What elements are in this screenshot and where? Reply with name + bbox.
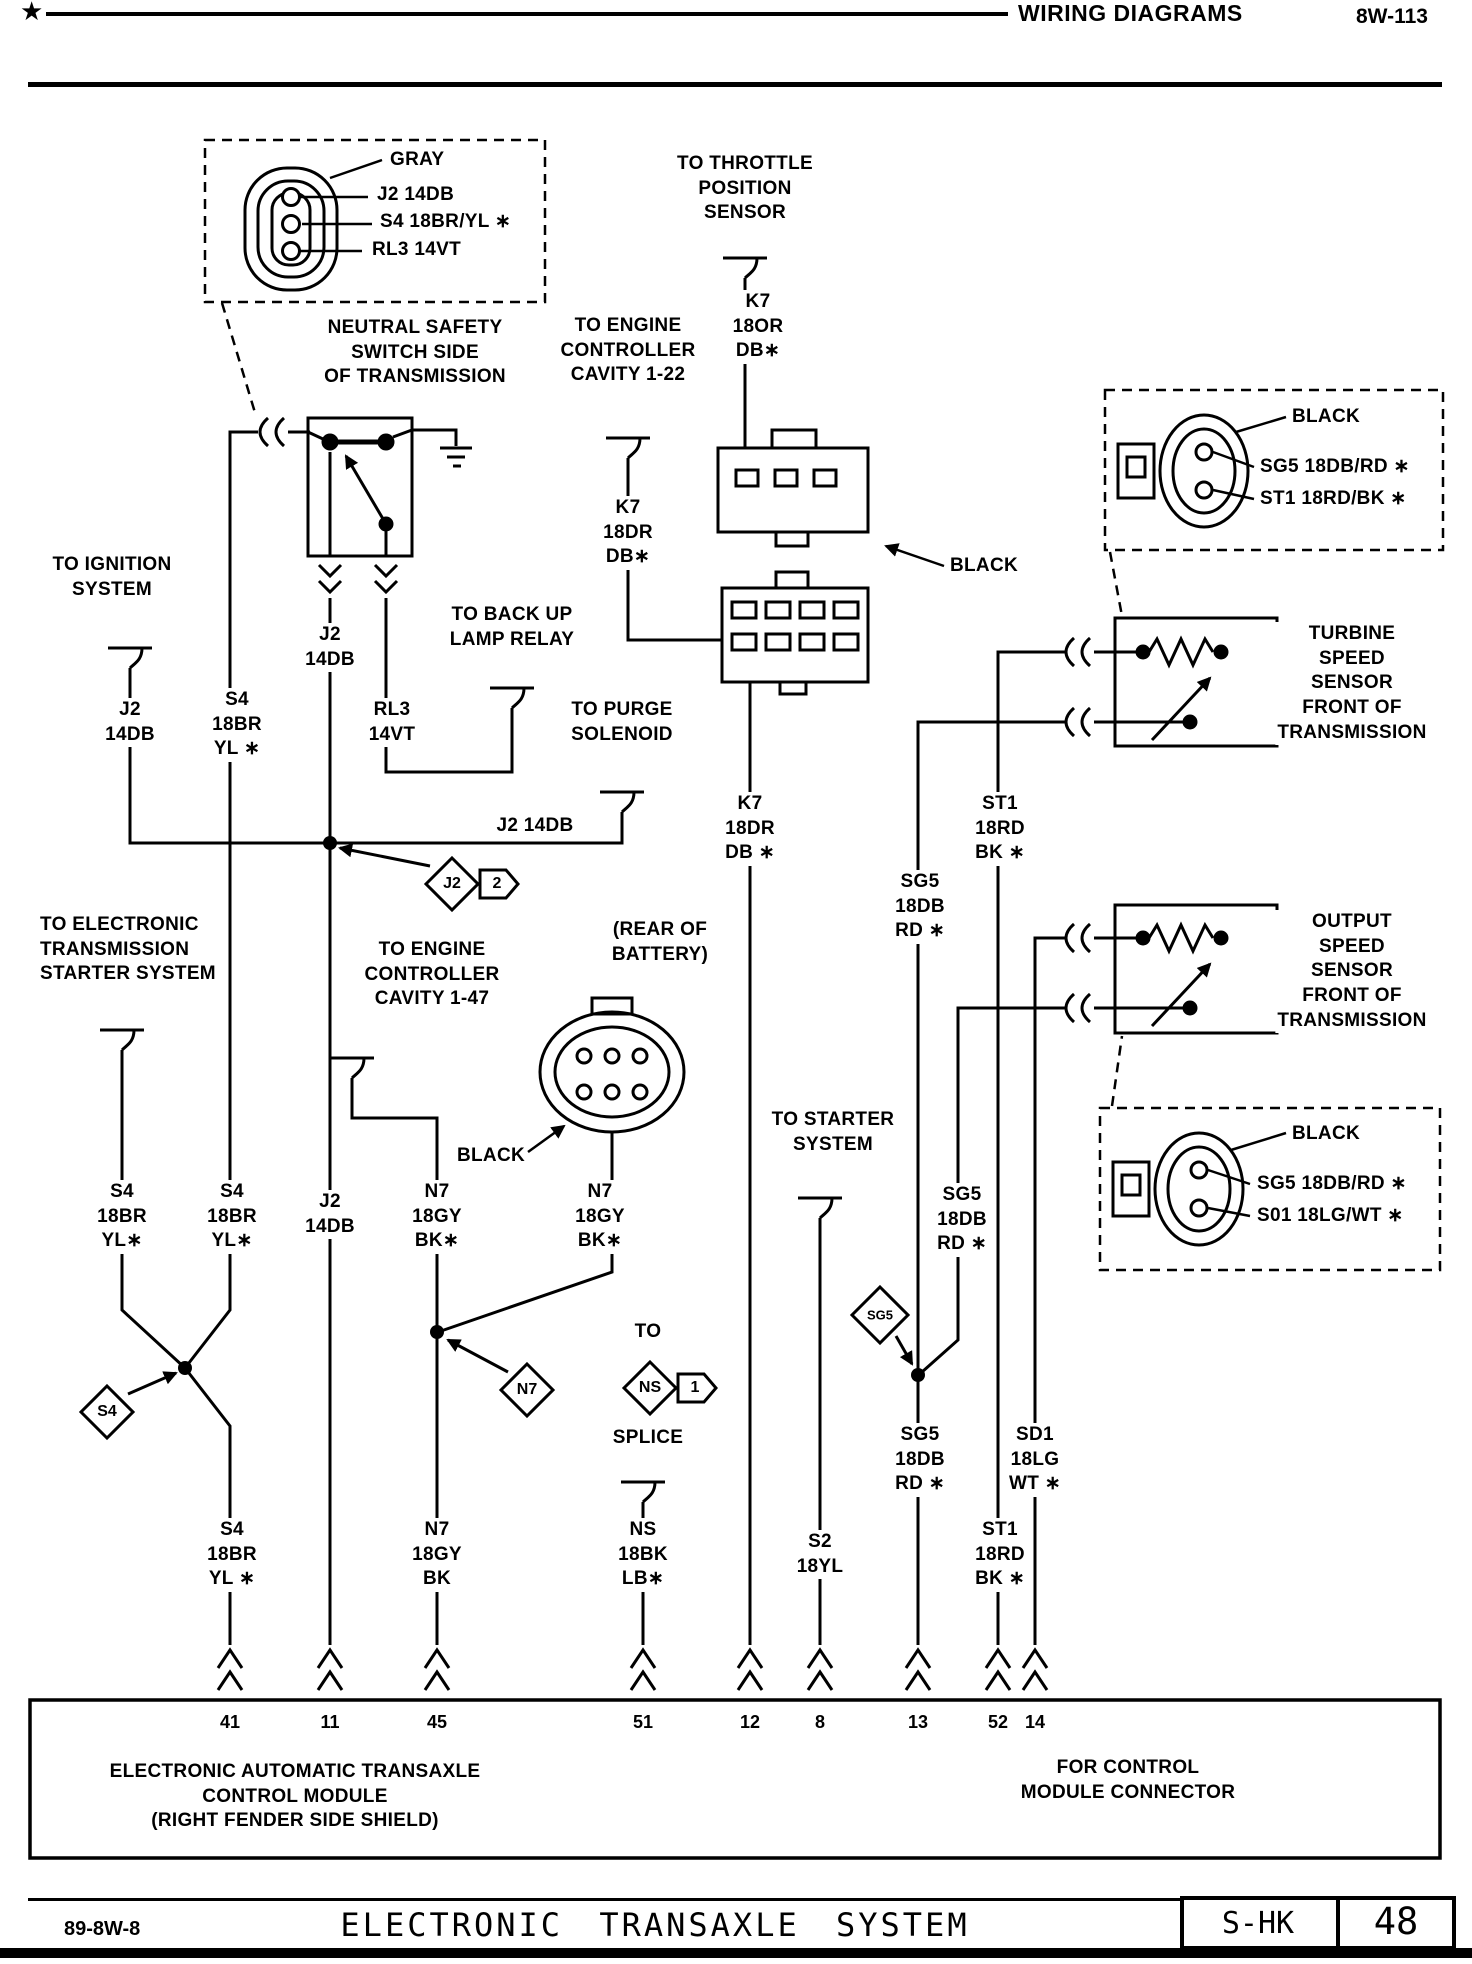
header-rule: [46, 12, 1008, 16]
junction-dots: [178, 836, 925, 1382]
label-j2-ignition: J2 14DB: [103, 698, 157, 748]
label-to-ns: TO: [632, 1320, 664, 1345]
module-pin-11: 11: [320, 1712, 340, 1732]
label-sg5-mid: SG5 18DB RD ∗: [893, 870, 947, 945]
label-black-battery: BLACK: [455, 1144, 527, 1169]
footer-sheet-number: 48: [1373, 1900, 1419, 1943]
label-output-sensor: OUTPUT SPEED SENSOR FRONT OF TRANSMISSIO…: [1275, 910, 1429, 1034]
output-speed-sensor: [1113, 903, 1279, 1035]
module-pin-51: 51: [632, 1712, 654, 1732]
module-pin-8: 8: [814, 1712, 826, 1732]
neutral-safety-switch: [306, 416, 472, 558]
label-s2-bottom: S2 18YL: [794, 1530, 846, 1580]
module-pin-52: 52: [987, 1712, 1009, 1732]
label-rear-battery: (REAR OF BATTERY): [609, 918, 711, 968]
label-gray: GRAY: [388, 148, 447, 173]
module-pin-41: 41: [219, 1712, 241, 1732]
label-sd1-bottom: SD1 18LG WT ∗: [1007, 1423, 1063, 1498]
label-ignition: TO IGNITION SYSTEM: [50, 553, 174, 603]
label-k7-mid: K7 18DR DB∗: [601, 496, 655, 571]
label-j2-col: J2 14DB: [303, 1190, 357, 1240]
label-conn-b-st1: ST1 18RD/BK ∗: [1258, 487, 1409, 512]
header-thick-rule: [28, 82, 1442, 87]
label-purge-solenoid: TO PURGE SOLENOID: [569, 698, 675, 748]
splice-arrows: [127, 843, 914, 1396]
label-j2-wire: J2 14DB: [494, 814, 576, 839]
diamond-n7-label: N7: [516, 1381, 538, 1398]
label-j2-switch: J2 14DB: [303, 623, 357, 673]
diamond-j2-label: J2: [443, 875, 461, 892]
control-module-box: [28, 1698, 1442, 1860]
diamond-ns-flag: 1: [690, 1379, 700, 1396]
label-module-name: ELECTRONIC AUTOMATIC TRANSAXLE CONTROL M…: [107, 1760, 483, 1835]
turbine-speed-sensor: [1113, 616, 1279, 748]
label-conn-a-s4: S4 18BR/YL ∗: [378, 210, 514, 235]
module-pin-14: 14: [1024, 1712, 1046, 1732]
diamond-j2-flag: 2: [492, 875, 502, 892]
module-pin-13: 13: [907, 1712, 929, 1732]
circuit-stub-symbols: [100, 256, 842, 1504]
diamond-s4-label: S4: [97, 1403, 117, 1420]
footer-sheet-code: S-HK: [1221, 1906, 1295, 1941]
label-conn-b-sg5: SG5 18DB/RD ∗: [1258, 455, 1412, 480]
footer-sheet-box: [1180, 1896, 1456, 1950]
module-connector-chevrons: [216, 1647, 1049, 1691]
label-s4-bottom: S4 18BR YL ∗: [205, 1518, 259, 1593]
label-elec-trans-starter: TO ELECTRONIC TRANSMISSION STARTER SYSTE…: [38, 913, 218, 988]
label-turbine-sensor: TURBINE SPEED SENSOR FRONT OF TRANSMISSI…: [1275, 622, 1429, 746]
label-conn-c-s01: S01 18LG/WT ∗: [1255, 1204, 1406, 1229]
label-conn-a-j2: J2 14DB: [375, 183, 457, 208]
label-k7-low: K7 18DR DB ∗: [723, 792, 777, 867]
footer-rule: [28, 1898, 1180, 1901]
module-pin-45: 45: [426, 1712, 448, 1732]
detail-boxes: [203, 138, 1445, 1272]
label-ns-bottom: NS 18BK LB∗: [616, 1518, 670, 1593]
label-n7-bottom: N7 18GY BK: [410, 1518, 464, 1593]
label-module-connector: FOR CONTROL MODULE CONNECTOR: [1018, 1756, 1238, 1806]
label-st1-bottom: ST1 18RD BK ∗: [973, 1518, 1027, 1593]
label-n7-col1: N7 18GY BK∗: [410, 1180, 464, 1255]
label-s4-main: S4 18BR YL ∗: [210, 688, 264, 763]
label-engine-1-47: TO ENGINE CONTROLLER CAVITY 1-47: [362, 938, 502, 1013]
corner-star-icon: ★: [20, 0, 44, 26]
label-neutral-switch: NEUTRAL SAFETY SWITCH SIDE OF TRANSMISSI…: [322, 316, 508, 391]
footer-bottom-bar: [0, 1948, 1472, 1958]
connector-2pin-detail-lower: [1111, 1131, 1287, 1247]
splice-diamonds: [78, 855, 911, 1441]
label-n7-col2: N7 18GY BK∗: [573, 1180, 627, 1255]
label-conn-b-black: BLACK: [1290, 405, 1362, 430]
label-engine-1-22: TO ENGINE CONTROLLER CAVITY 1-22: [558, 314, 698, 389]
label-rl3-main: RL3 14VT: [366, 698, 418, 748]
label-conn-c-black: BLACK: [1290, 1122, 1362, 1147]
module-pin-12: 12: [739, 1712, 761, 1732]
diamond-sg5-label: SG5: [866, 1307, 894, 1323]
label-starter-system: TO STARTER SYSTEM: [769, 1108, 897, 1158]
footer-sheet-divider: [1336, 1896, 1340, 1950]
label-st1-mid: ST1 18RD BK ∗: [973, 792, 1027, 867]
label-black-connector: BLACK: [948, 554, 1020, 579]
label-splice: SPLICE: [610, 1426, 686, 1451]
label-throttle-sensor: TO THROTTLE POSITION SENSOR: [675, 152, 815, 227]
page-title: WIRING DIAGRAMS: [1018, 0, 1243, 26]
tps-connector-pair: [716, 428, 945, 696]
connector-2pin-detail-upper: [1116, 413, 1287, 529]
footer-doc-number: 89-8W-8: [64, 1918, 141, 1940]
label-backup-relay: TO BACK UP LAMP RELAY: [447, 603, 577, 653]
diamond-ns-label: NS: [638, 1379, 662, 1396]
rear-battery-connector: [527, 996, 686, 1154]
label-s4-col1: S4 18BR YL∗: [95, 1180, 149, 1255]
wire-break-marks: [258, 416, 1092, 1024]
page-number: 8W-113: [1356, 5, 1428, 28]
label-conn-c-sg5: SG5 18DB/RD ∗: [1255, 1172, 1409, 1197]
label-sg5-right: SG5 18DB RD ∗: [935, 1183, 989, 1258]
footer-title: ELECTRONIC TRANSAXLE SYSTEM: [340, 1906, 970, 1944]
label-k7-top: K7 18OR DB∗: [730, 290, 786, 365]
label-conn-a-rl3: RL3 14VT: [370, 238, 463, 263]
label-s4-col2: S4 18BR YL∗: [205, 1180, 259, 1255]
connector-3pin-detail: [243, 158, 383, 292]
label-sg5-bottom: SG5 18DB RD ∗: [893, 1423, 947, 1498]
